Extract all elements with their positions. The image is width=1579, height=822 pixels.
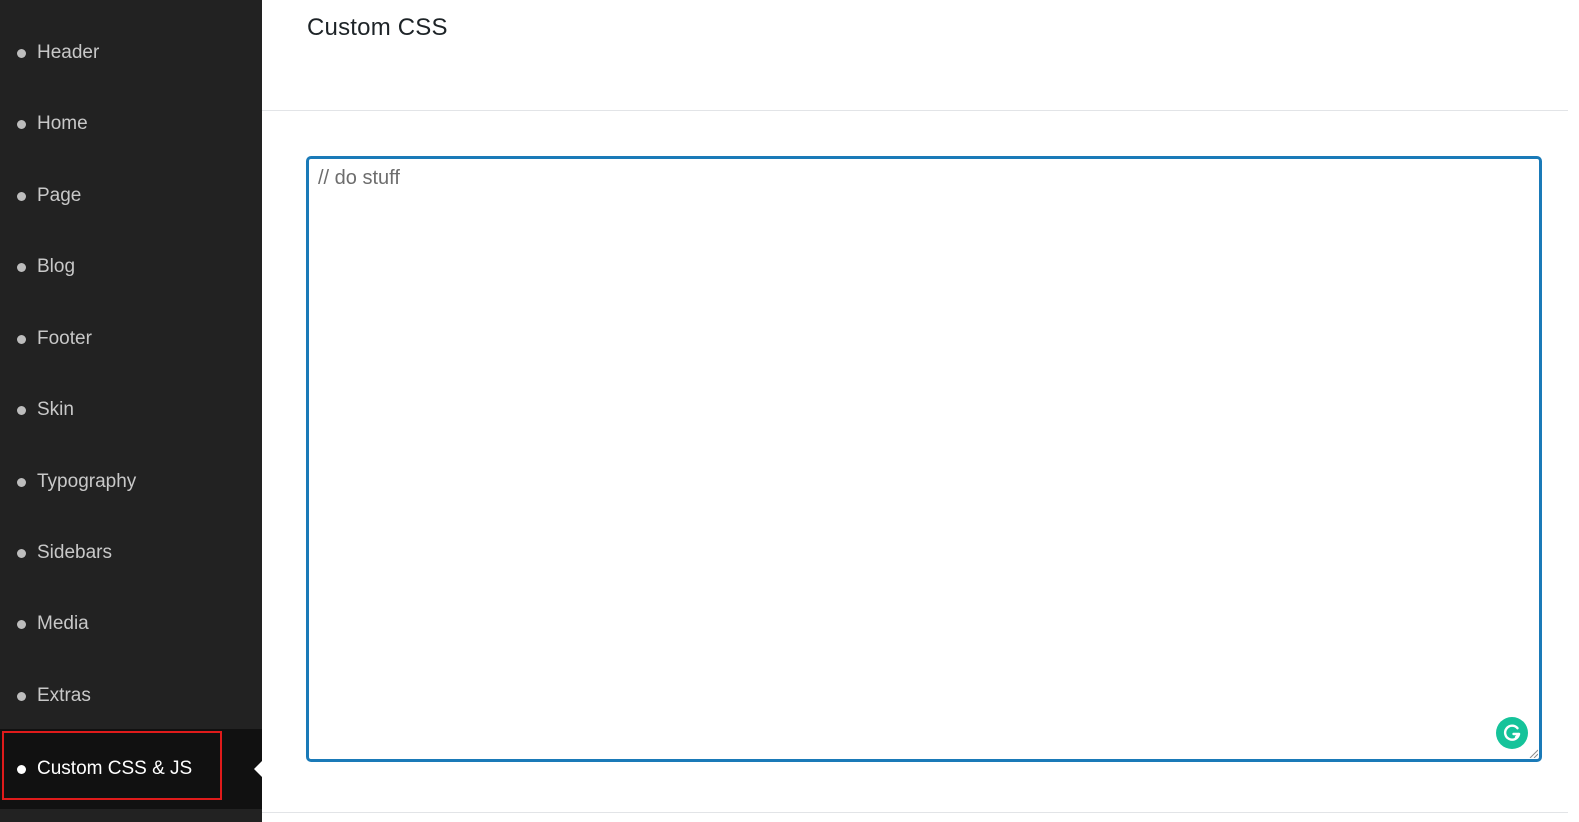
grammarly-icon[interactable]	[1496, 717, 1528, 749]
sidebar-item-extras[interactable]: Extras	[0, 676, 262, 716]
resize-grip-icon[interactable]	[1528, 748, 1538, 758]
bullet-icon	[17, 262, 26, 272]
bullet-icon	[17, 334, 26, 344]
main-panel: Custom CSS	[262, 0, 1579, 822]
sidebar-item-custom-css-js[interactable]: Custom CSS & JS	[0, 729, 262, 809]
sidebar-item-label: Page	[37, 185, 82, 206]
bullet-icon	[17, 477, 26, 487]
bullet-icon	[17, 764, 26, 774]
sidebar-item-label: Media	[37, 613, 89, 634]
page-title: Custom CSS	[307, 14, 448, 41]
bullet-icon	[17, 191, 26, 201]
sidebar-item-label: Skin	[37, 399, 74, 420]
sidebar-item-label: Extras	[37, 685, 91, 706]
divider	[262, 812, 1568, 813]
sidebar-item-header[interactable]: Header	[0, 33, 262, 73]
sidebar-item-footer[interactable]: Footer	[0, 319, 262, 359]
bullet-icon	[17, 48, 26, 58]
sidebar-item-media[interactable]: Media	[0, 604, 262, 644]
sidebar-item-home[interactable]: Home	[0, 104, 262, 144]
grammarly-glyph-icon	[1503, 724, 1521, 741]
sidebar-item-blog[interactable]: Blog	[0, 247, 262, 287]
sidebar-item-label: Blog	[37, 256, 76, 277]
divider	[262, 110, 1568, 111]
bullet-icon	[17, 619, 26, 629]
bullet-icon	[17, 405, 26, 415]
sidebar-item-label: Footer	[37, 328, 92, 349]
bullet-icon	[17, 548, 26, 558]
sidebar-item-typography[interactable]: Typography	[0, 462, 262, 502]
sidebar-item-sidebars[interactable]: Sidebars	[0, 533, 262, 573]
sidebar-item-skin[interactable]: Skin	[0, 390, 262, 430]
settings-sidebar: Header Home Page Blog Footer Skin	[0, 0, 262, 822]
sidebar-item-label: Typography	[37, 471, 137, 492]
sidebar-item-label: Home	[37, 113, 88, 134]
sidebar-item-page[interactable]: Page	[0, 176, 262, 216]
sidebar-item-label: Custom CSS & JS	[37, 758, 193, 779]
bullet-icon	[17, 119, 26, 129]
active-pointer-icon	[254, 761, 262, 777]
bullet-icon	[17, 691, 26, 701]
sidebar-item-label: Sidebars	[37, 542, 112, 563]
custom-css-editor[interactable]	[306, 156, 1542, 762]
sidebar-item-label: Header	[37, 42, 100, 63]
